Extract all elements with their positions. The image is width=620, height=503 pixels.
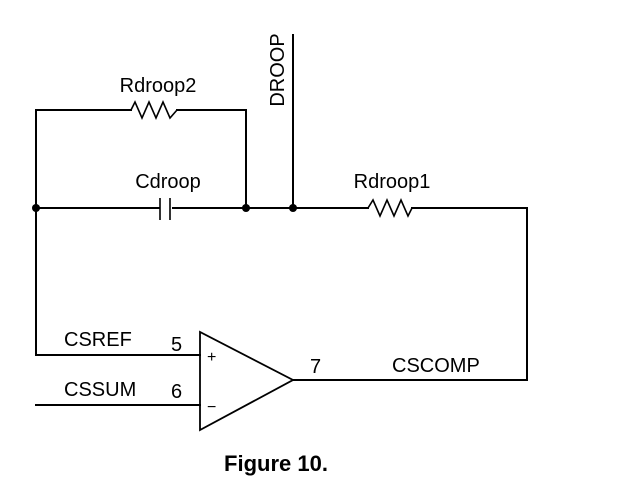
cdroop-capacitor (159, 198, 171, 220)
droop-label: DROOP (267, 33, 289, 106)
rdroop2-label: Rdroop2 (120, 75, 197, 97)
cssum-label: CSSUM (64, 379, 136, 401)
csref-label: CSREF (64, 329, 132, 351)
opamp-plus-sign: + (207, 349, 216, 366)
csref-wire (35, 207, 201, 356)
junction-dot-rdroop2 (242, 204, 250, 212)
cdroop-label: Cdroop (135, 171, 201, 193)
cscomp-wire (292, 207, 528, 381)
opamp-minus-sign: − (207, 399, 216, 416)
rdroop1-resistor (367, 198, 413, 218)
figure-caption: Figure 10. (224, 451, 328, 476)
opamp-triangle (199, 330, 295, 432)
junction-dot-droop (289, 204, 297, 212)
cscomp-label: CSCOMP (392, 355, 480, 377)
rdroop2-resistor (130, 100, 178, 120)
rdroop2-branch (35, 109, 247, 209)
cscomp-pin-number: 7 (310, 356, 321, 378)
rdroop1-label: Rdroop1 (354, 171, 431, 193)
csref-pin-number: 5 (171, 334, 182, 356)
cssum-pin-number: 6 (171, 381, 182, 403)
